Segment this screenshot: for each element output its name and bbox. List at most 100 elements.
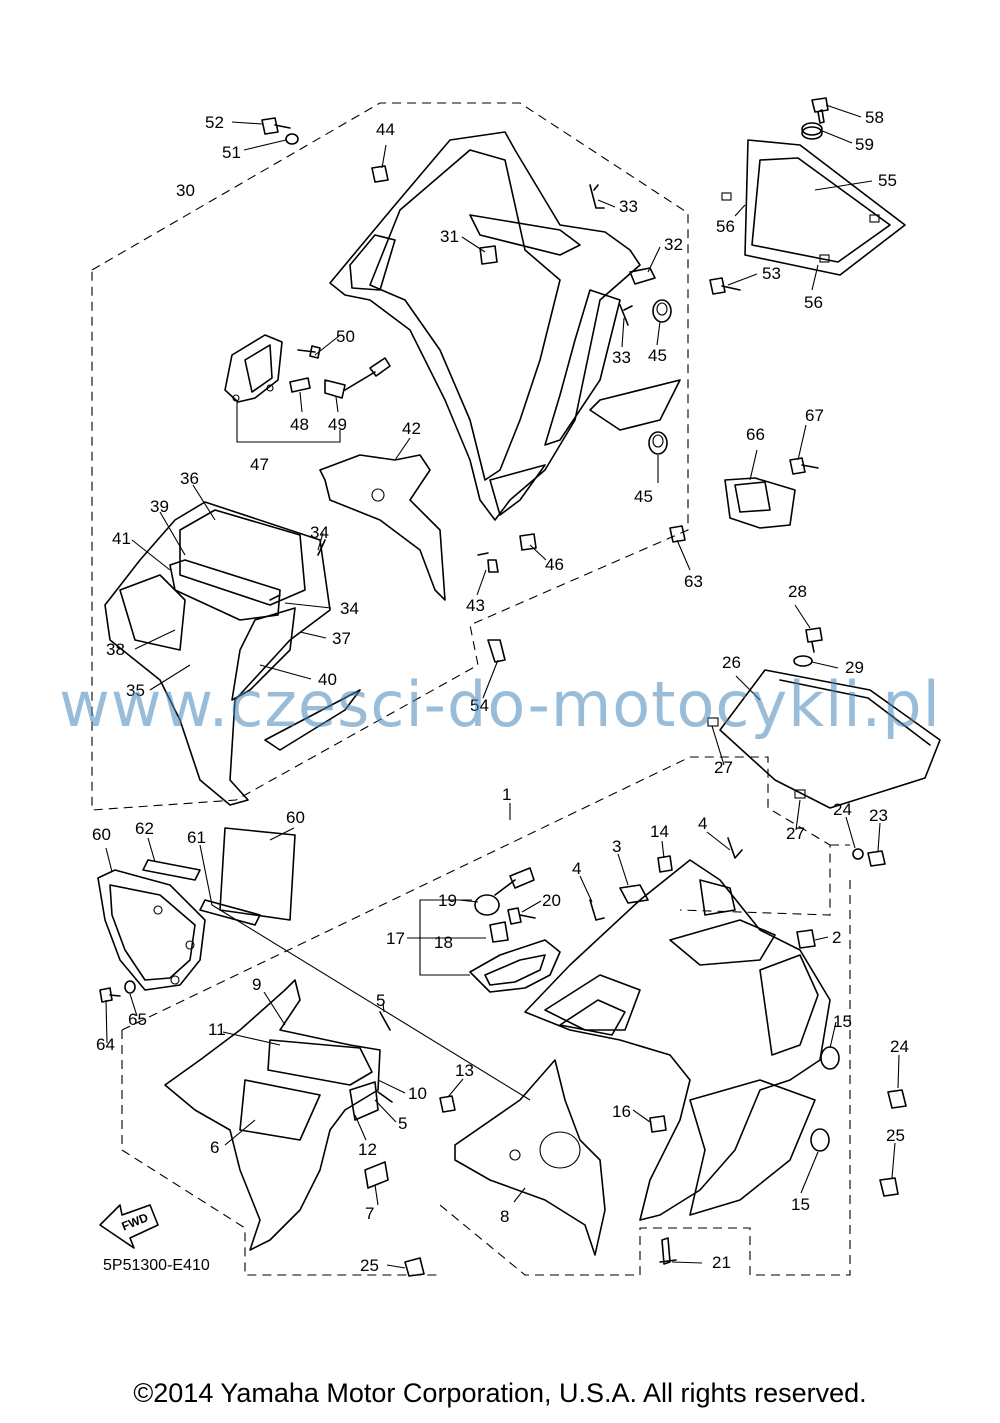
label-36: 36 — [180, 469, 199, 488]
clip-32 — [629, 267, 656, 285]
label-50: 50 — [336, 327, 355, 346]
label-53: 53 — [762, 264, 781, 283]
rivet-4-right — [727, 837, 743, 859]
label-33-top: 33 — [619, 197, 638, 216]
fwd-arrow: FWD — [99, 1204, 159, 1249]
rivet-4-left — [589, 899, 605, 921]
label-4-left: 4 — [572, 859, 581, 878]
damper-15-top — [820, 1046, 840, 1070]
clip-31 — [479, 245, 498, 265]
diagram-code: 5P51300-E410 — [103, 1257, 210, 1274]
screw-52 — [261, 117, 291, 135]
label-15-top: 15 — [833, 1012, 852, 1031]
label-56-left: 56 — [716, 217, 735, 236]
label-40: 40 — [318, 670, 337, 689]
nut-14 — [657, 855, 673, 873]
label-11: 7 — [365, 1204, 374, 1223]
label-45-bottom: 45 — [634, 487, 653, 506]
label-28: 28 — [788, 582, 807, 601]
label-43: 43 — [466, 596, 485, 615]
label-6: 6 — [210, 1138, 219, 1157]
label-55: 55 — [878, 171, 897, 190]
label-29: 29 — [845, 658, 864, 677]
leader-lines — [105, 104, 900, 1269]
bolt-67 — [789, 457, 819, 475]
label-4-right: 4 — [698, 814, 707, 833]
assembly-1-boundary — [121, 756, 851, 1276]
label-58: 59 — [855, 135, 874, 154]
label-16: 16 — [612, 1102, 631, 1121]
inner-panel-42 — [319, 454, 446, 601]
label-57: 58 — [865, 108, 884, 127]
nut-44 — [371, 165, 389, 183]
label-44: 44 — [376, 120, 395, 139]
collar-29 — [793, 655, 813, 667]
cover-panel — [721, 139, 906, 276]
bolt-24-top — [887, 1089, 907, 1109]
label-32: 32 — [664, 235, 683, 254]
label-8: 10 — [408, 1084, 427, 1103]
label-47: 47 — [250, 455, 269, 474]
rivet-25 — [404, 1257, 425, 1277]
bolt-22 — [867, 850, 886, 867]
screw-64 — [99, 987, 121, 1003]
label-64: 64 — [96, 1035, 115, 1054]
label-23: 24 — [833, 800, 852, 819]
label-49: 49 — [328, 415, 347, 434]
label-63: 63 — [684, 572, 703, 591]
label-52: 52 — [205, 113, 224, 132]
label-3: 3 — [612, 837, 621, 856]
washer-65 — [124, 980, 136, 994]
label-60: 60 — [286, 808, 305, 827]
screw-28 — [805, 627, 823, 653]
label-37: 37 — [332, 629, 351, 648]
screw-13 — [439, 1095, 456, 1113]
label-51: 51 — [222, 143, 241, 162]
label-24-top: 24 — [890, 1037, 909, 1056]
label-31: 31 — [440, 227, 459, 246]
label-39: 39 — [150, 497, 169, 516]
label-22: 23 — [869, 806, 888, 825]
windshield — [707, 669, 941, 809]
upper-fairing — [329, 131, 681, 521]
label-20: 20 — [542, 891, 561, 910]
damper-45-bottom — [648, 431, 668, 455]
nut-2 — [796, 929, 816, 949]
label-59: 60 — [92, 825, 111, 844]
label-60 — [219, 827, 296, 921]
label-66: 66 — [746, 425, 765, 444]
bulb-18 — [489, 921, 509, 943]
label-35: 35 — [126, 681, 145, 700]
label-33-bottom: 33 — [612, 348, 631, 367]
clip-3 — [619, 884, 649, 904]
label-62: 62 — [135, 819, 154, 838]
label-27-right: 27 — [786, 824, 805, 843]
screw-43 — [477, 552, 499, 573]
damper-45-top — [652, 299, 672, 323]
label-42: 42 — [402, 419, 421, 438]
washer-51 — [285, 133, 299, 145]
label-9: 11 — [208, 1020, 226, 1039]
bolt-53 — [709, 277, 741, 295]
label-48: 48 — [290, 415, 309, 434]
rivet-34 — [269, 539, 326, 601]
label-10: 12 — [358, 1140, 377, 1159]
damper-15-bottom — [810, 1128, 830, 1152]
part-labels: 52 51 44 30 58 59 55 56 56 53 33 31 32 3… — [92, 108, 909, 1275]
front-flasher-light — [224, 334, 283, 403]
label-15-bottom: 15 — [791, 1195, 810, 1214]
label-14: 14 — [650, 822, 669, 841]
rivet-33-bottom — [619, 304, 633, 326]
bolt-63 — [669, 525, 686, 543]
label-65: 65 — [128, 1010, 147, 1029]
label-25: 25 — [360, 1256, 379, 1275]
label-5-bottom: 5 — [398, 1114, 407, 1133]
label-38: 38 — [106, 640, 125, 659]
label-19: 19 — [438, 891, 457, 910]
label-18: 18 — [434, 933, 453, 952]
nut-46 — [519, 533, 537, 551]
label-45-top: 45 — [648, 346, 667, 365]
flasher-light-17 — [469, 939, 561, 993]
screw-50 — [297, 345, 321, 359]
